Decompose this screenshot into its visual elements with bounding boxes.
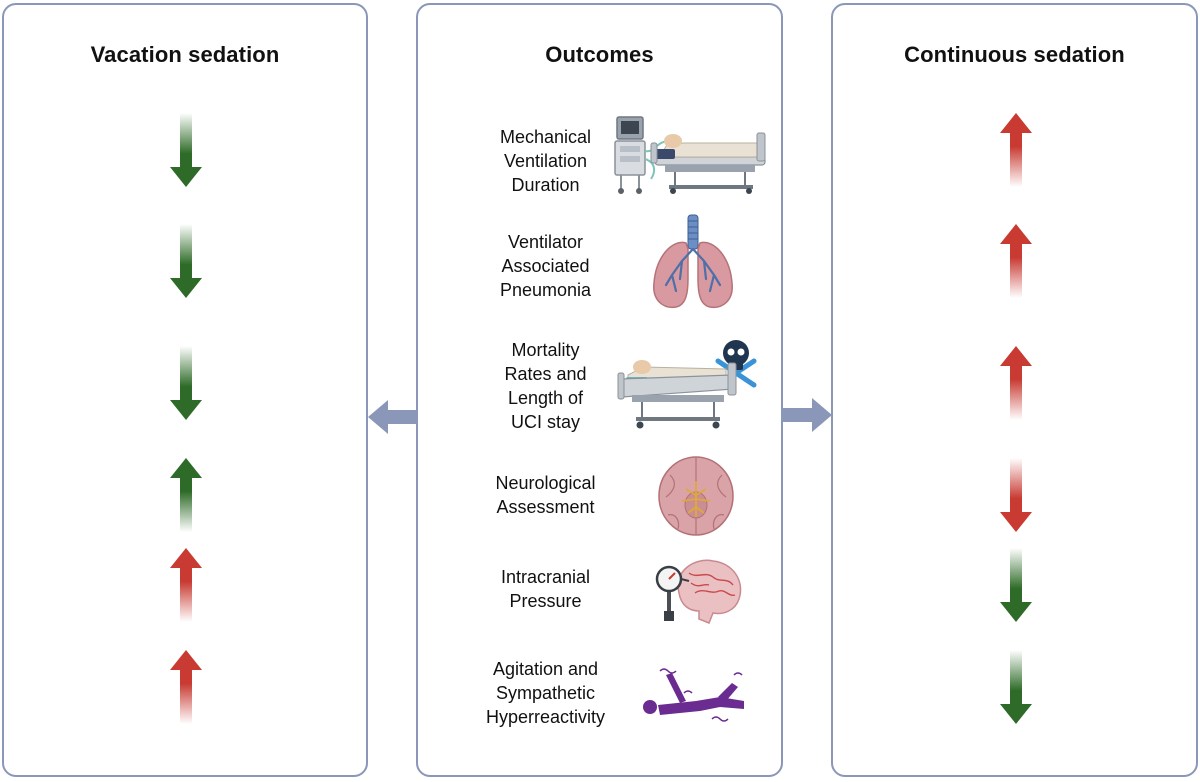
arrow-down-green-icon [1000,548,1032,622]
arrow-up-green-icon [170,458,202,532]
lungs-icon [650,213,736,313]
arrow-down-green-icon [1000,650,1032,724]
outcome-label-mortality: Mortality Rates and Length of UCI stay [458,338,633,434]
brain-bottom-view-icon [656,455,736,537]
outcome-label-agitation: Agitation and Sympathetic Hyperreactivit… [458,657,633,729]
outcome-line: Mechanical [499,127,592,147]
outcome-line: Duration [511,175,580,195]
outcome-line: Associated [501,256,590,276]
arrow-up-red-icon [170,548,202,622]
outcomes-title: Outcomes [545,42,654,67]
outcome-label-intracranial: Intracranial Pressure [458,565,633,613]
outcome-line: Intracranial [500,567,591,587]
outcome-line: Neurological [495,473,596,493]
outcome-line: Ventilator [507,232,584,252]
agitated-person-icon [640,667,750,727]
outcome-label-pneumonia: Ventilator Associated Pneumonia [458,230,633,302]
brain-pressure-gauge-icon [655,553,745,629]
outcome-line: Ventilation [503,151,588,171]
outcome-line: Rates and [504,364,587,384]
outcome-line: UCI stay [510,412,580,432]
outcome-label-mechanical-ventilation: Mechanical Ventilation Duration [458,125,633,197]
outcome-line: Length of [507,388,584,408]
arrow-up-red-icon [1000,113,1032,187]
connector-arrow-left-icon [368,400,418,434]
outcome-line: Sympathetic [495,683,596,703]
arrow-up-red-icon [1000,224,1032,298]
arrow-down-green-icon [170,113,202,187]
outcome-line: Pressure [509,591,582,611]
continuous-sedation-title: Continuous sedation [904,42,1125,67]
connector-arrow-right-icon [782,398,832,432]
outcome-line: Hyperreactivity [485,707,606,727]
outcome-line: Assessment [496,497,595,517]
outcome-line: Agitation and [492,659,599,679]
arrow-up-red-icon [170,650,202,724]
ventilator-bed-icon [611,113,771,195]
arrow-down-green-icon [170,224,202,298]
outcomes-panel: Outcomes Mechanical Ventilation Duration… [416,3,783,777]
arrow-down-green-icon [170,346,202,420]
arrow-down-red-icon [1000,458,1032,532]
arrow-up-red-icon [1000,346,1032,420]
outcome-line: Mortality [511,340,580,360]
outcome-line: Pneumonia [499,280,592,300]
outcome-label-neurological: Neurological Assessment [458,471,633,519]
vacation-sedation-title: Vacation sedation [90,42,280,67]
hospital-bed-skull-icon [616,335,766,431]
